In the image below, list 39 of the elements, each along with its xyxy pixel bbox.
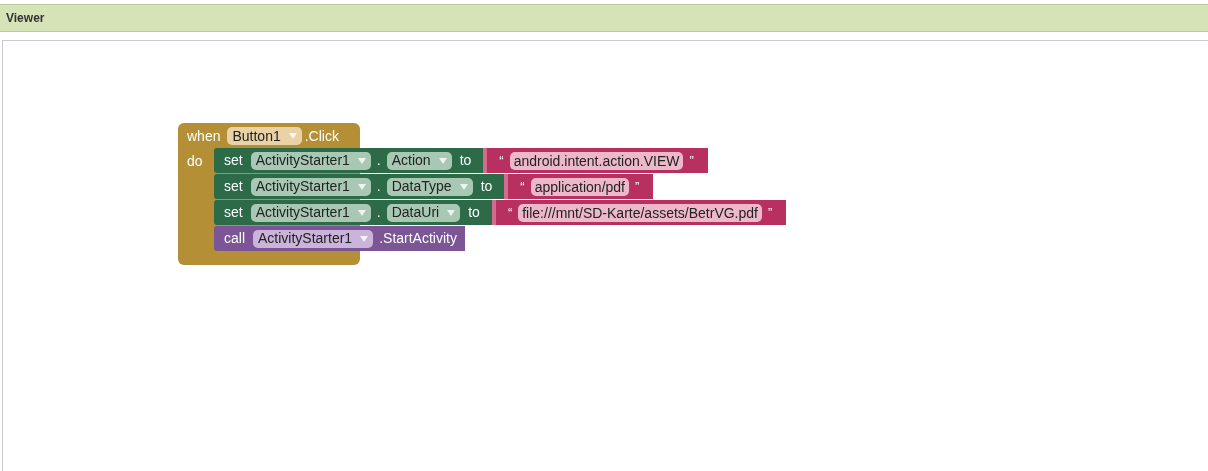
setter-block xyxy=(214,200,787,225)
block-keyword: set xyxy=(224,151,243,170)
method-call-block xyxy=(214,226,465,251)
setter-block xyxy=(214,148,708,173)
setter-block xyxy=(214,174,654,199)
block-keyword: ” xyxy=(689,151,694,170)
block-keyword: .Click xyxy=(304,126,339,146)
dropdown-field: ActivityStarter1 xyxy=(253,229,374,248)
block-keyword: “ xyxy=(507,203,513,222)
dropdown-field: ActivityStarter1 xyxy=(250,203,371,222)
block-keyword: to xyxy=(459,151,472,170)
panel-title: Viewer xyxy=(6,10,45,27)
dropdown-field: DataType xyxy=(386,177,473,196)
block-keyword: ” xyxy=(635,177,640,196)
block-keyword: . xyxy=(376,177,381,196)
block-keyword: to xyxy=(480,177,493,196)
block-keyword: when xyxy=(187,126,221,146)
dropdown-field: DataUri xyxy=(386,203,461,222)
block-keyword: “ xyxy=(499,151,504,170)
dropdown-field: ActivityStarter1 xyxy=(250,151,371,170)
block-keyword: ” xyxy=(768,203,773,222)
text-string-block xyxy=(491,200,787,225)
block-keyword: call xyxy=(224,229,245,248)
dropdown-field: Button1 xyxy=(227,127,302,145)
block-keyword: .StartActivity xyxy=(379,229,457,248)
block-keyword: “ xyxy=(520,177,525,196)
text-value-field: android.intent.action.VIEW xyxy=(509,151,684,170)
block-keyword: to xyxy=(468,203,480,222)
text-string-block xyxy=(504,174,654,199)
text-value-field: file:///mnt/SD-Karte/assets/BetrVG.pdf xyxy=(518,203,762,222)
block-keyword: . xyxy=(376,151,381,170)
dropdown-field: Action xyxy=(386,151,452,170)
block-keyword: do xyxy=(187,153,203,169)
dropdown-field: ActivityStarter1 xyxy=(250,177,371,196)
block-keyword: set xyxy=(224,203,243,222)
text-value-field: application/pdf xyxy=(530,177,629,196)
text-string-block xyxy=(483,148,708,173)
block-keyword: . xyxy=(376,203,381,222)
block-keyword: set xyxy=(224,177,243,196)
